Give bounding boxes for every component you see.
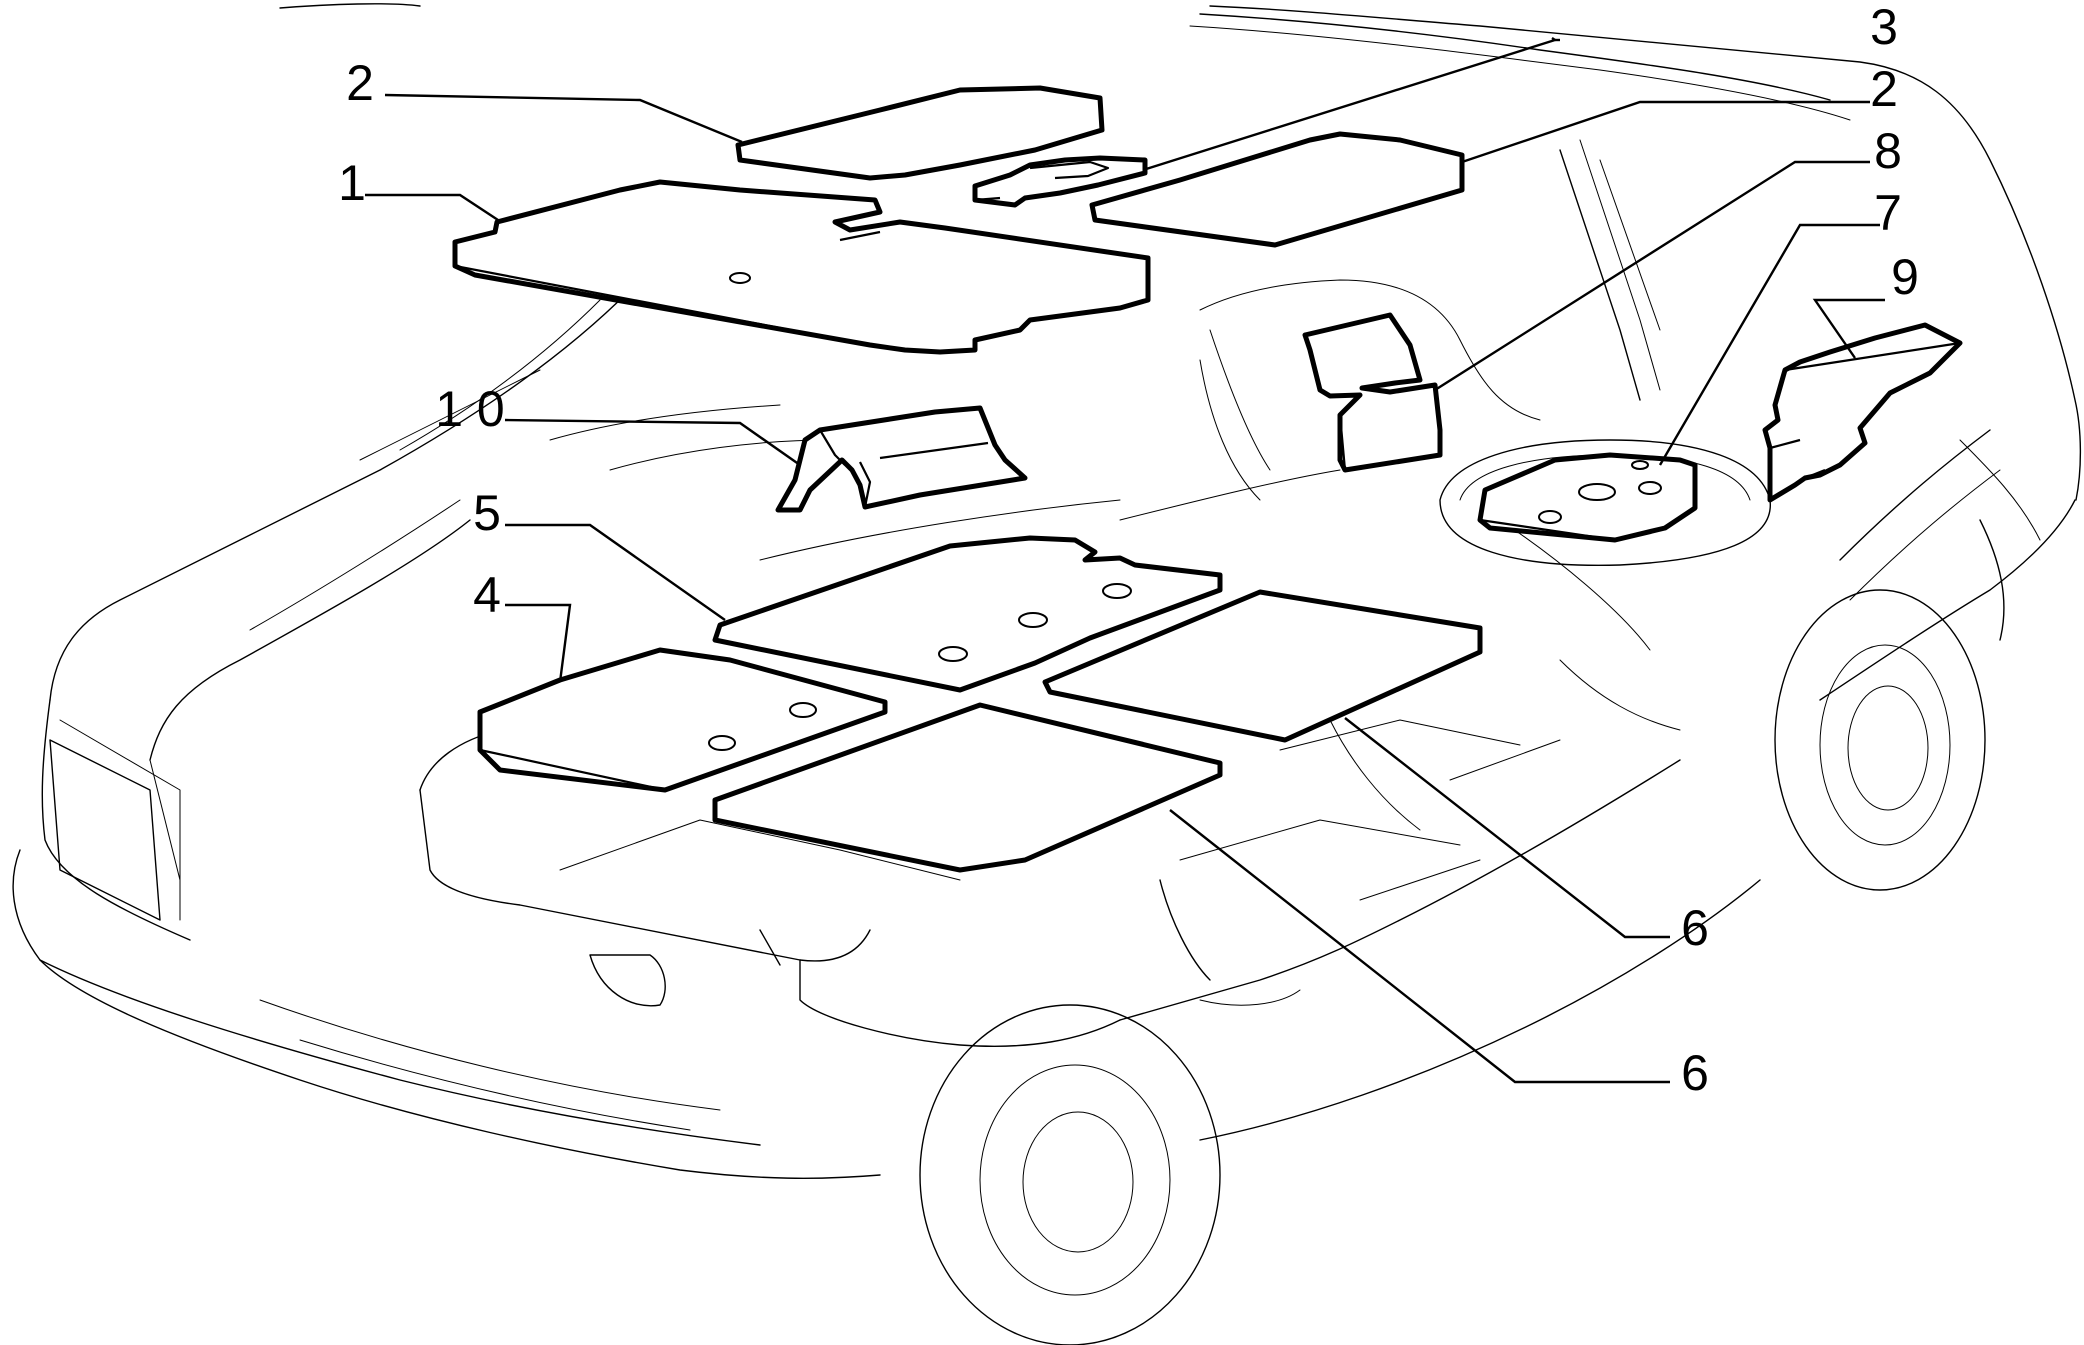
leader-9 — [1812, 298, 1885, 359]
callout-3: 3 — [1870, 0, 1898, 55]
part-4-front-floor-insulation — [477, 647, 888, 793]
part-7-spare-well-insulation — [1477, 452, 1698, 543]
callout-6-lower: 6 — [1681, 1045, 1709, 1101]
callout-6-upper: 6 — [1681, 900, 1709, 956]
part-2-left-insulation-panel — [735, 85, 1105, 181]
leader-6a — [1344, 717, 1670, 939]
callout-2-left: 2 — [346, 55, 374, 111]
leader-10 — [504, 418, 801, 466]
leader-1 — [365, 193, 499, 222]
part-6-front-floor-insulation-lower — [712, 702, 1223, 873]
leader-2b — [1461, 100, 1870, 164]
callout-4: 4 — [473, 567, 501, 623]
leader-2a — [384, 93, 743, 144]
part-2-right-insulation-panel — [1089, 131, 1465, 248]
leader-5 — [505, 523, 726, 621]
callout-9: 9 — [1891, 249, 1919, 305]
part-8-wheel-arch-insulation — [1302, 312, 1443, 473]
callout-2-right: 2 — [1870, 61, 1898, 117]
leader-6b — [1169, 809, 1670, 1084]
leader-4 — [505, 603, 572, 683]
part-5-rear-floor-insulation — [712, 535, 1223, 693]
callout-numbers: 1 2 2 3 4 5 6 6 7 8 9 1 0 — [338, 0, 1919, 1101]
callout-5: 5 — [473, 485, 501, 541]
part-1-insulation-panel — [452, 179, 1151, 355]
part-3-center-insulation-piece — [972, 155, 1148, 208]
part-6-rear-floor-insulation-upper — [1042, 589, 1483, 743]
callout-10: 1 0 — [435, 381, 505, 437]
part-9-rear-side-insulation — [1762, 322, 1963, 503]
leader-8 — [1434, 160, 1870, 392]
leader-lines — [365, 37, 1885, 1084]
car-body-outline — [12, 3, 2082, 1345]
part-10-tunnel-insulation — [775, 405, 1028, 513]
callout-1: 1 — [338, 155, 366, 211]
callout-8: 8 — [1874, 123, 1902, 179]
callout-7: 7 — [1874, 185, 1902, 241]
leader-7 — [1658, 223, 1880, 466]
